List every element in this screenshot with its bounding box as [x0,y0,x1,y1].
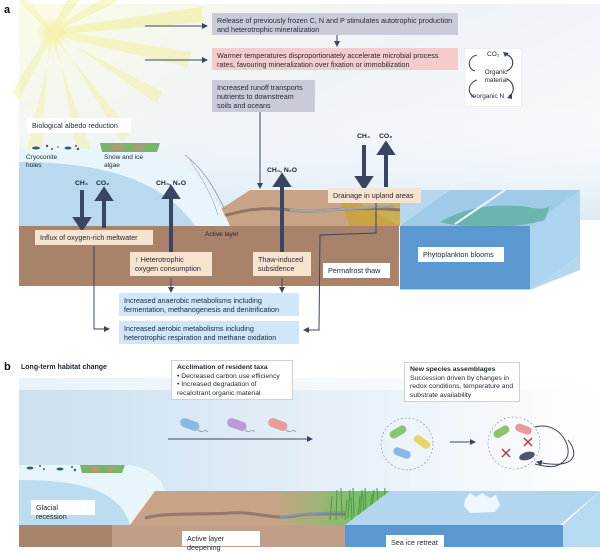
extinct-x-icon [501,437,533,458]
ocean-block-b [345,525,563,547]
albedo-label: Biological albedo reduction [27,118,131,133]
acclimation-bullet-2: • Increased degradation of recalcitrant … [177,381,261,397]
gas-ch4-1: CH₄ [75,180,89,187]
cryoconite-label: Cryoconite holes [26,154,58,169]
iceberg [464,493,500,513]
aerobic-box: Increased aerobic metabolisms including … [119,321,299,344]
cycle-co2: CO₂ [487,51,500,58]
acclimation-bullet-1: • Decreased carbon use efficiency [177,372,280,380]
grass [329,487,386,521]
nutrient-cycle-box: CO₂ Organic material Inorganic N [464,48,522,107]
active-layer-label: Active layer [205,231,239,238]
sea-ice-retreat-label: Sea ice retreat [386,535,444,547]
acclimation-box: Acclimation of resident taxa • Decreased… [171,360,293,400]
gas-ch4-n2o-2: CH₄, N₂O [156,180,187,187]
glacial-recession-label: Glacial recession [31,500,95,521]
cycle-inorganic-n: Inorganic N [471,93,505,100]
release-box: Release of previously frozen C, N and P … [212,13,458,35]
assemblages-text: Succession driven by changes in redox co… [410,374,514,399]
phytoplankton-box: Phytoplankton blooms [418,247,504,262]
assemblage-after [487,416,541,470]
panel-letter-b: b [4,361,11,373]
panel-letter-a: a [4,4,11,16]
anaerobic-box: Increased anaerobic metabolisms includin… [119,293,299,316]
warmer-box: Warmer temperatures disproportionately a… [212,48,458,70]
microbes-acclimation [180,418,297,433]
acclimation-title: Acclimation of resident taxa [177,364,268,371]
gas-ch4-4: CH₄ [357,133,371,140]
active-layer-deepening-label: Active layer deepening [182,531,260,552]
influx-box: Influx of oxygen-rich meltwater [35,230,153,245]
drainage-box: Drainage in upland areas [328,188,421,203]
gas-ch4-n2o-3: CH₄, N₂O [267,167,298,174]
gas-co2-4: CO₂ [379,133,393,140]
assemblage-before [380,417,434,471]
heterotrophic-box: ↑ Heterotrophic oxygen consumption [130,252,212,276]
assemblages-box: New species assemblages Succession drive… [404,362,520,402]
assemblages-title: New species assemblages [410,366,496,373]
snow-algae-label: Snow and ice algae [104,154,144,169]
panel-b-title: Long-term habitat change [21,364,107,371]
cycle-organic-material: Organic material [484,69,508,84]
runoff-box: Increased runoff transports nutrients to… [212,80,315,112]
subsidence-box: Thaw-induced subsidence [253,252,311,276]
gas-co2-1: CO₂ [96,180,110,187]
cycle-arrows-icon [468,52,514,99]
permafrost-box: Permafrost thaw [323,263,390,278]
